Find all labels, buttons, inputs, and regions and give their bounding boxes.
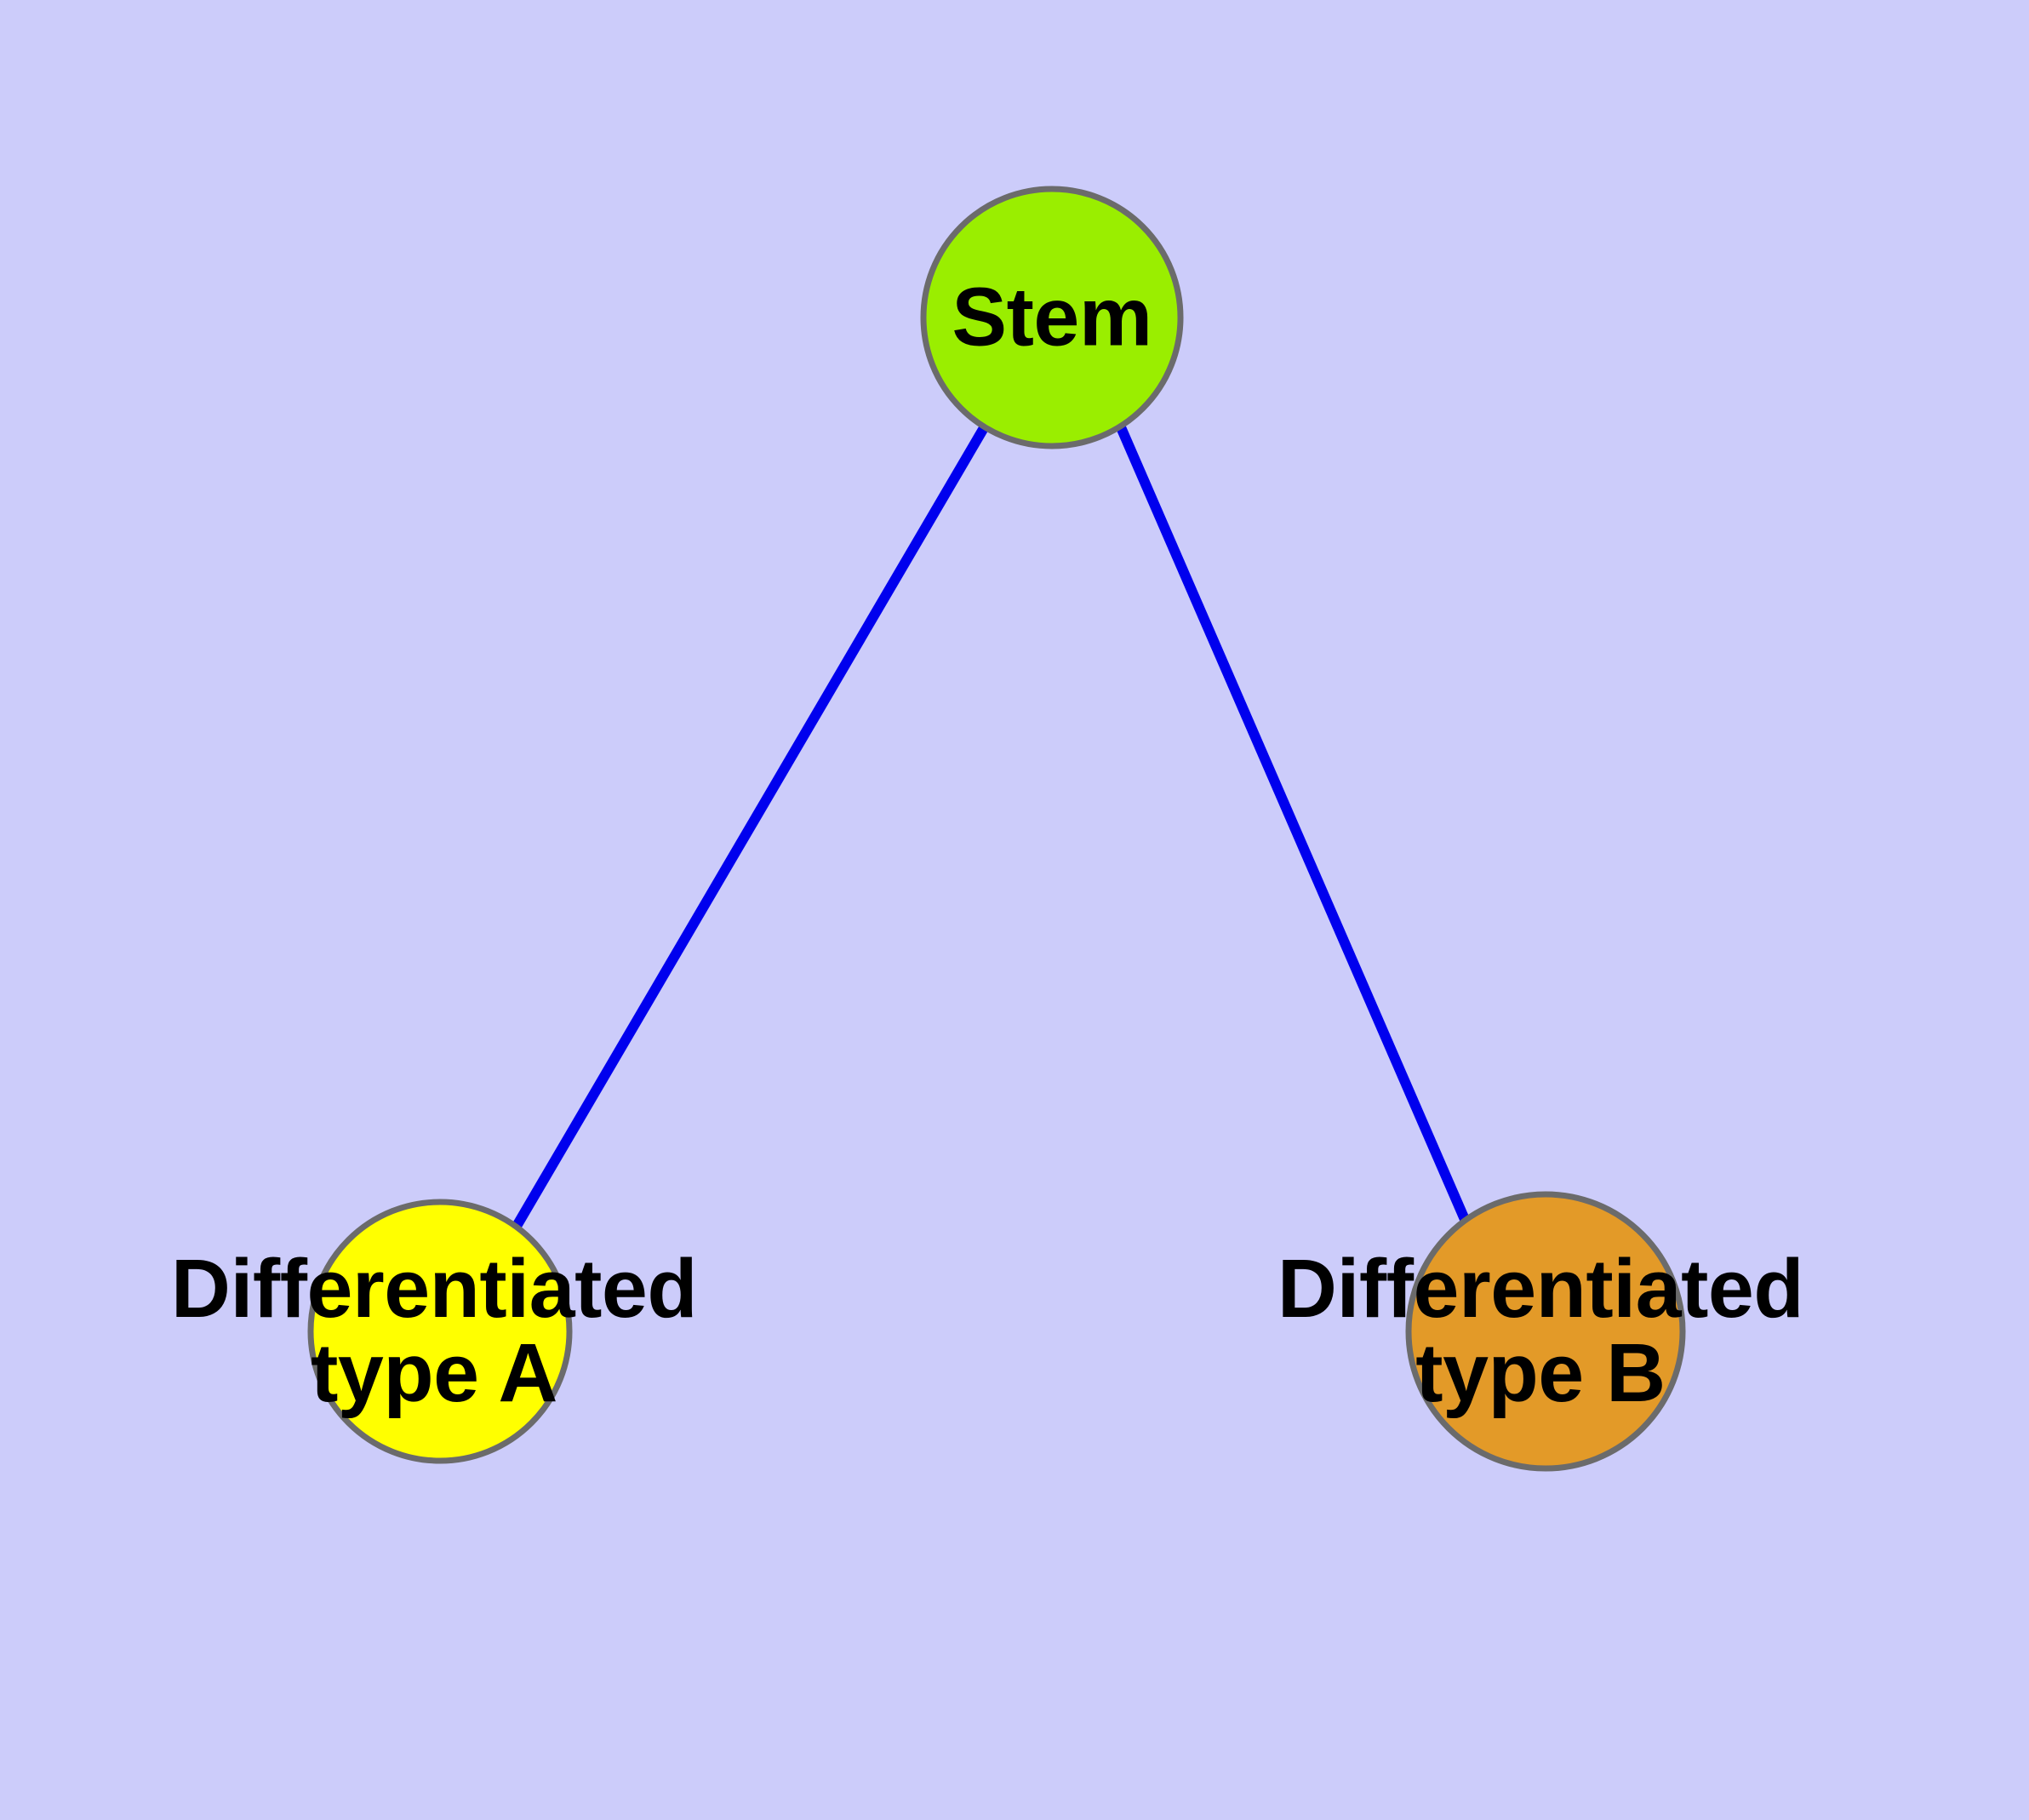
edge-stem-to-diff-a[interactable]: [511, 423, 990, 1231]
node-circle-diff-a[interactable]: [307, 1199, 573, 1464]
edge-stem-to-diff-b[interactable]: [1116, 425, 1474, 1232]
node-circle-diff-b[interactable]: [1405, 1191, 1686, 1472]
node-circle-stem[interactable]: [920, 186, 1184, 449]
node-layer: [307, 186, 1686, 1472]
edge-layer: [511, 423, 1474, 1232]
